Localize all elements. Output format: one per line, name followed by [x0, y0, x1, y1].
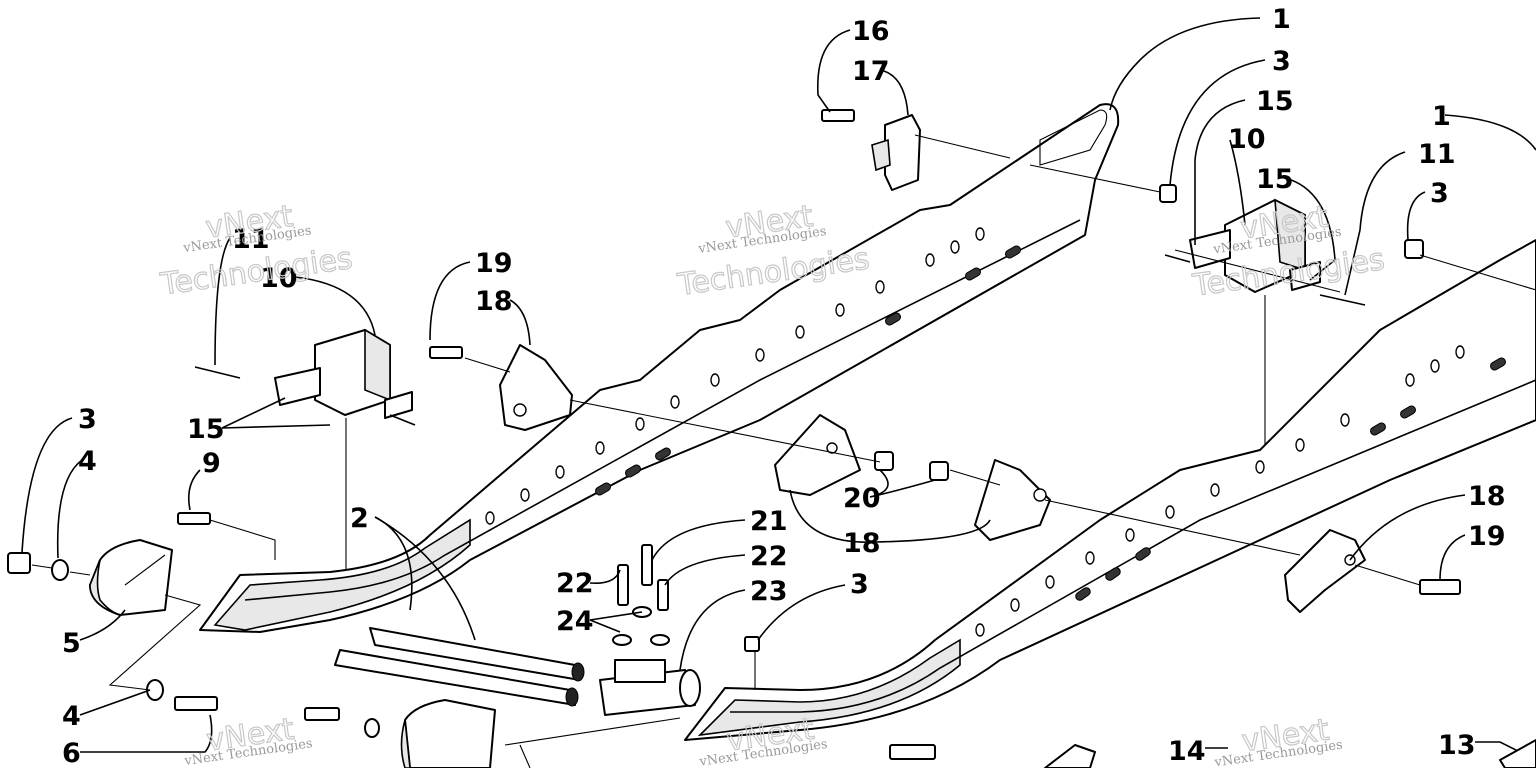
callout-1-right: 1: [1432, 101, 1451, 132]
callout-19-right: 19: [1468, 521, 1506, 552]
top-bracket: [871, 114, 921, 191]
watermark-bottom-center: vNext vNext Technologies: [698, 711, 829, 768]
callout-6: 6: [62, 738, 81, 768]
callout-2: 2: [350, 503, 369, 534]
callout-16: 16: [852, 16, 890, 47]
suspension-block-left: [194, 328, 416, 426]
callout-23: 23: [750, 576, 788, 607]
partial-part-13: [1499, 739, 1536, 768]
callout-labels: 1 3 15 10 15 16 17 1 11 3 11 10 19 18 3 …: [62, 4, 1506, 768]
bracket-center-right: [974, 459, 1051, 541]
callout-24: 24: [556, 606, 594, 637]
callout-14: 14: [1168, 736, 1206, 767]
cross-shaft: [334, 627, 585, 707]
callout-15-b: 15: [1256, 164, 1294, 195]
callout-15-a: 15: [1256, 86, 1294, 117]
callout-3-center: 3: [850, 569, 869, 600]
callout-13: 13: [1438, 730, 1476, 761]
callout-19-mid: 19: [475, 248, 513, 279]
callout-18-right: 18: [1468, 481, 1506, 512]
bracket-center-left: [774, 414, 861, 496]
watermark-bottom-left: vNext vNext Technologies: [183, 711, 314, 768]
left-rail-holes: [485, 227, 1021, 525]
assembly-lines: [31, 134, 1536, 768]
callout-18-center: 18: [843, 528, 881, 559]
watermark-bottom-right: vNext vNext Technologies: [1213, 712, 1344, 768]
callout-10-right: 10: [1228, 124, 1266, 155]
callout-10-left: 10: [260, 263, 298, 294]
callout-3-left: 3: [78, 404, 97, 435]
callout-22-right: 22: [750, 541, 788, 572]
bracket-right: [1284, 529, 1366, 613]
callout-11-right: 11: [1418, 139, 1456, 170]
callout-5: 5: [62, 628, 81, 659]
callout-11-left: 11: [232, 224, 270, 255]
callout-22-left: 22: [556, 568, 594, 599]
callout-17: 17: [852, 56, 890, 87]
callout-3-right: 3: [1430, 178, 1449, 209]
bracket-mid: [499, 344, 573, 431]
callout-1-top: 1: [1272, 4, 1291, 35]
end-cap-left: [89, 539, 173, 616]
callout-3-top: 3: [1272, 46, 1291, 77]
callout-21: 21: [750, 506, 788, 537]
leader-lines: [21, 17, 1536, 761]
end-cap-bottom: [400, 699, 496, 768]
callout-4-bottom: 4: [62, 701, 81, 732]
left-slide-rail: [199, 103, 1120, 633]
callout-4-left: 4: [78, 446, 97, 477]
callout-20: 20: [843, 483, 881, 514]
callout-9: 9: [202, 448, 221, 479]
shaft-coupling: [599, 659, 701, 716]
callout-18-mid: 18: [475, 286, 513, 317]
callout-15-left: 15: [187, 414, 225, 445]
right-slide-rail: [684, 239, 1536, 741]
right-rail-holes: [975, 345, 1506, 637]
fasteners: [7, 109, 1461, 760]
partial-part-14: [1044, 744, 1096, 768]
